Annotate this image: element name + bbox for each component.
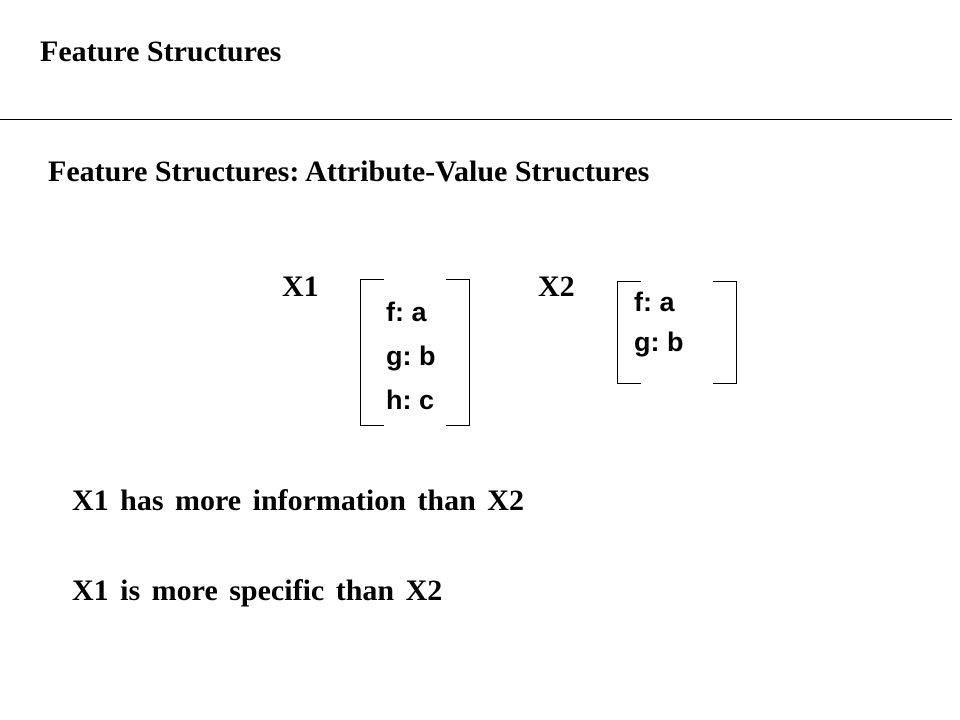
x1-feature-g: g: b (386, 341, 436, 371)
structure-label-x1: X1 (282, 270, 319, 303)
slide-subtitle: Feature Structures: Attribute-Value Stru… (48, 155, 650, 188)
structure-label-x2: X2 (538, 270, 575, 303)
x2-left-bracket (617, 281, 641, 384)
slide-title: Feature Structures (40, 35, 282, 68)
x1-feature-h: h: c (386, 385, 435, 415)
x2-right-bracket (713, 281, 737, 384)
x2-feature-g: g: b (634, 327, 684, 357)
x1-left-bracket (360, 279, 384, 426)
x1-right-bracket (446, 279, 470, 426)
x1-feature-f: f: a (386, 297, 427, 327)
title-divider (0, 119, 952, 120)
x2-feature-f: f: a (634, 287, 675, 317)
statement-more-specific: X1 is more specific than X2 (72, 574, 443, 607)
statement-more-information: X1 has more information than X2 (72, 484, 524, 517)
